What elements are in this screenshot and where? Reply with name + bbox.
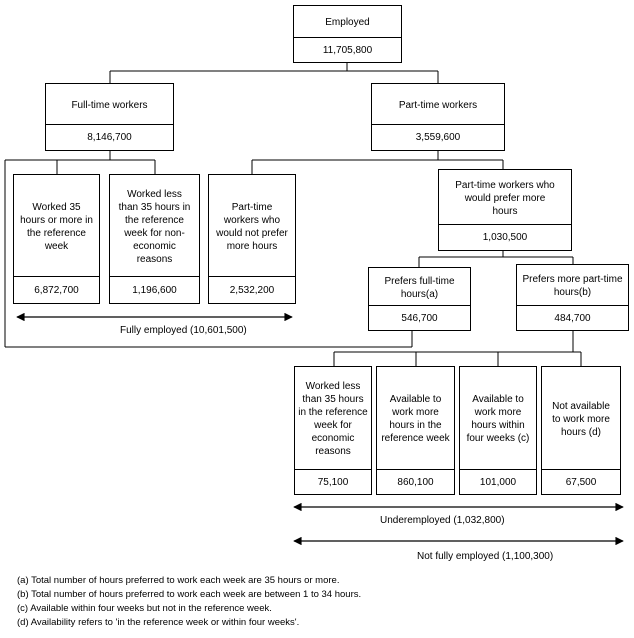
- worked-less-economic-label: Worked less than 35 hours in the referen…: [298, 381, 368, 457]
- worked-35-label: Worked 35 hours or more in the reference…: [20, 201, 93, 252]
- available-four-weeks-box: Available to work more hours within four…: [459, 366, 537, 495]
- parttime-value: 3,559,600: [372, 124, 504, 150]
- parttime-box: Part-time workers 3,559,600: [371, 83, 505, 151]
- worked-less-noneconomic-value: 1,196,600: [110, 276, 199, 303]
- fulltime-value: 8,146,700: [46, 124, 173, 150]
- not-fully-employed-label: Not fully employed (1,100,300): [417, 551, 554, 562]
- pt-prefer-label: Part-time workers who would prefer more …: [455, 179, 555, 217]
- prefers-fulltime-label: Prefers full-time hours(a): [384, 275, 455, 300]
- employed-value: 11,705,800: [294, 37, 401, 62]
- footnote-c: (c) Available within four weeks but not …: [17, 603, 272, 614]
- not-available-label: Not available to work more hours (d): [552, 400, 610, 438]
- fulltime-box: Full-time workers 8,146,700: [45, 83, 174, 151]
- available-four-weeks-label: Available to work more hours within four…: [466, 394, 530, 444]
- available-reference-week-box: Available to work more hours in the refe…: [376, 366, 455, 495]
- worked-35-value: 6,872,700: [14, 276, 99, 303]
- worked-less-noneconomic-label: Worked less than 35 hours in the referen…: [118, 188, 191, 265]
- footnote-d: (d) Availability refers to 'in the refer…: [17, 617, 300, 628]
- not-available-box: Not available to work more hours (d) 67,…: [541, 366, 621, 495]
- worked-less-noneconomic-box: Worked less than 35 hours in the referen…: [109, 174, 200, 304]
- fully-employed-label: Fully employed (10,601,500): [120, 325, 247, 336]
- parttime-label: Part-time workers: [398, 99, 478, 111]
- underemployed-label: Underemployed (1,032,800): [380, 515, 505, 526]
- pt-prefer-value: 1,030,500: [439, 224, 571, 250]
- prefers-fulltime-value: 546,700: [369, 305, 470, 330]
- pt-not-prefer-box: Part-time workers who would not prefer m…: [208, 174, 296, 304]
- footnote-a: (a) Total number of hours preferred to w…: [17, 575, 340, 586]
- prefers-fulltime-box: Prefers full-time hours(a) 546,700: [368, 267, 471, 331]
- pt-prefer-box: Part-time workers who would prefer more …: [438, 169, 572, 251]
- prefers-parttime-value: 484,700: [517, 305, 628, 330]
- available-four-weeks-value: 101,000: [460, 469, 536, 494]
- fulltime-label: Full-time workers: [71, 99, 148, 111]
- worked-less-economic-value: 75,100: [295, 469, 371, 494]
- available-reference-week-value: 860,100: [377, 469, 454, 494]
- prefers-parttime-label: Prefers more part-time hours(b): [522, 274, 623, 298]
- employed-box: Employed 11,705,800: [293, 5, 402, 63]
- footnotes: (a) Total number of hours preferred to w…: [17, 574, 361, 630]
- prefers-parttime-box: Prefers more part-time hours(b) 484,700: [516, 264, 629, 331]
- not-available-value: 67,500: [542, 469, 620, 494]
- employed-label: Employed: [325, 17, 370, 28]
- pt-not-prefer-label: Part-time workers who would not prefer m…: [216, 201, 288, 252]
- available-reference-week-label: Available to work more hours in the refe…: [381, 394, 450, 444]
- worked-35-box: Worked 35 hours or more in the reference…: [13, 174, 100, 304]
- worked-less-economic-box: Worked less than 35 hours in the referen…: [294, 366, 372, 495]
- pt-not-prefer-value: 2,532,200: [209, 276, 295, 303]
- footnote-b: (b) Total number of hours preferred to w…: [17, 589, 362, 600]
